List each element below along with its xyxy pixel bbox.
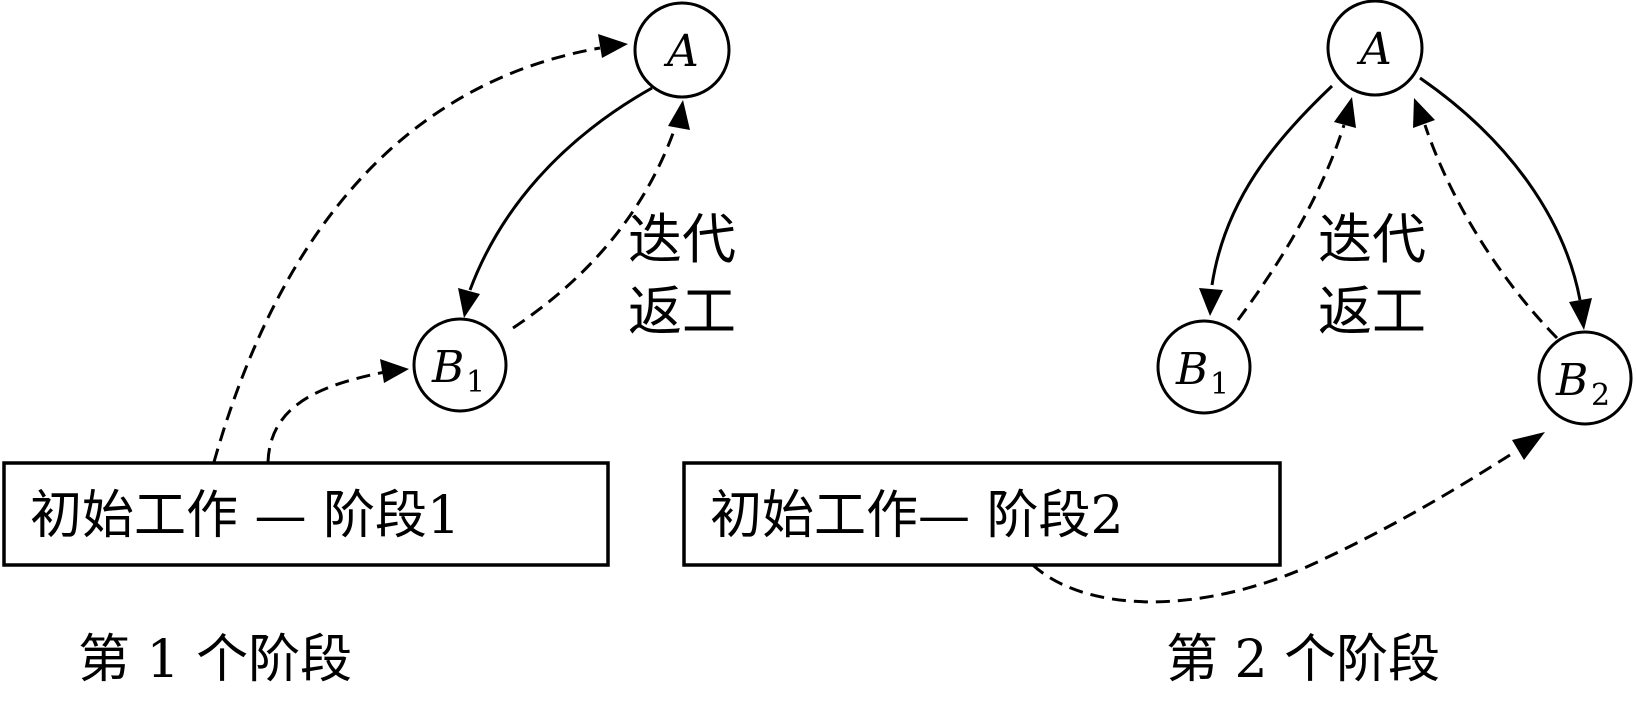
arrowhead	[1512, 432, 1545, 460]
node-b1: B 1	[1156, 319, 1252, 415]
arrowhead	[458, 288, 480, 318]
node-b1-letter: B	[1175, 344, 1208, 395]
dashed-arrow-b1-to-a	[512, 124, 678, 330]
initial-work-box-stage-2: 初始工作— 阶段2	[682, 461, 1282, 567]
dashed-arrow-box-to-a	[212, 46, 601, 463]
arrowhead	[598, 34, 628, 58]
node-b2: B 2	[1537, 330, 1633, 426]
initial-work-label-stage-2: 初始工作— 阶段2	[710, 486, 1124, 546]
initial-work-box-stage-1: 初始工作 — 阶段1	[2, 461, 610, 567]
iteration-label-line1: 迭代	[628, 208, 736, 271]
arrowhead	[1334, 97, 1356, 128]
iteration-label-line2: 返工	[1318, 280, 1426, 343]
solid-arrow-a-to-b1	[468, 86, 653, 291]
node-b1-subscript: 1	[1210, 367, 1229, 402]
node-a-letter: A	[1356, 24, 1392, 75]
node-a: A	[1326, 0, 1424, 97]
node-b1-subscript: 1	[466, 365, 485, 400]
arrowhead	[1199, 288, 1223, 316]
node-b1-letter: B	[431, 342, 464, 393]
node-b1: B 1	[412, 317, 508, 413]
arrowhead	[380, 359, 409, 383]
stage-2-caption: 第 2 个阶段	[1166, 630, 1440, 690]
solid-arrow-a-to-b1	[1210, 84, 1334, 286]
node-b2-subscript: 2	[1591, 378, 1610, 413]
arrowhead	[1413, 98, 1435, 128]
node-b2-letter: B	[1555, 355, 1588, 406]
node-a-letter: A	[663, 26, 699, 77]
dashed-arrow-box-to-b2	[1016, 453, 1511, 604]
node-a: A	[633, 1, 731, 99]
stage-2-panel: A B 1 B 2 迭代 返工 初始工作— 阶段2 第 2 个阶段	[682, 0, 1633, 690]
dashed-arrow-b2-to-a	[1423, 124, 1559, 340]
solid-arrow-a-to-b2	[1419, 76, 1582, 301]
iteration-label-line1: 迭代	[1318, 208, 1426, 271]
dashed-arrow-box-to-b1	[266, 370, 386, 463]
dashed-arrow-b1-to-a	[1236, 124, 1346, 321]
iteration-label-line2: 返工	[628, 280, 736, 343]
stage-1-panel: A B 1 迭代 返工 初始工作 — 阶段1 第 1 个阶段	[2, 1, 736, 690]
arrowhead	[1569, 298, 1592, 330]
arrowhead	[668, 100, 690, 130]
initial-work-label-stage-1: 初始工作 — 阶段1	[30, 486, 460, 546]
stage-1-caption: 第 1 个阶段	[78, 630, 352, 690]
